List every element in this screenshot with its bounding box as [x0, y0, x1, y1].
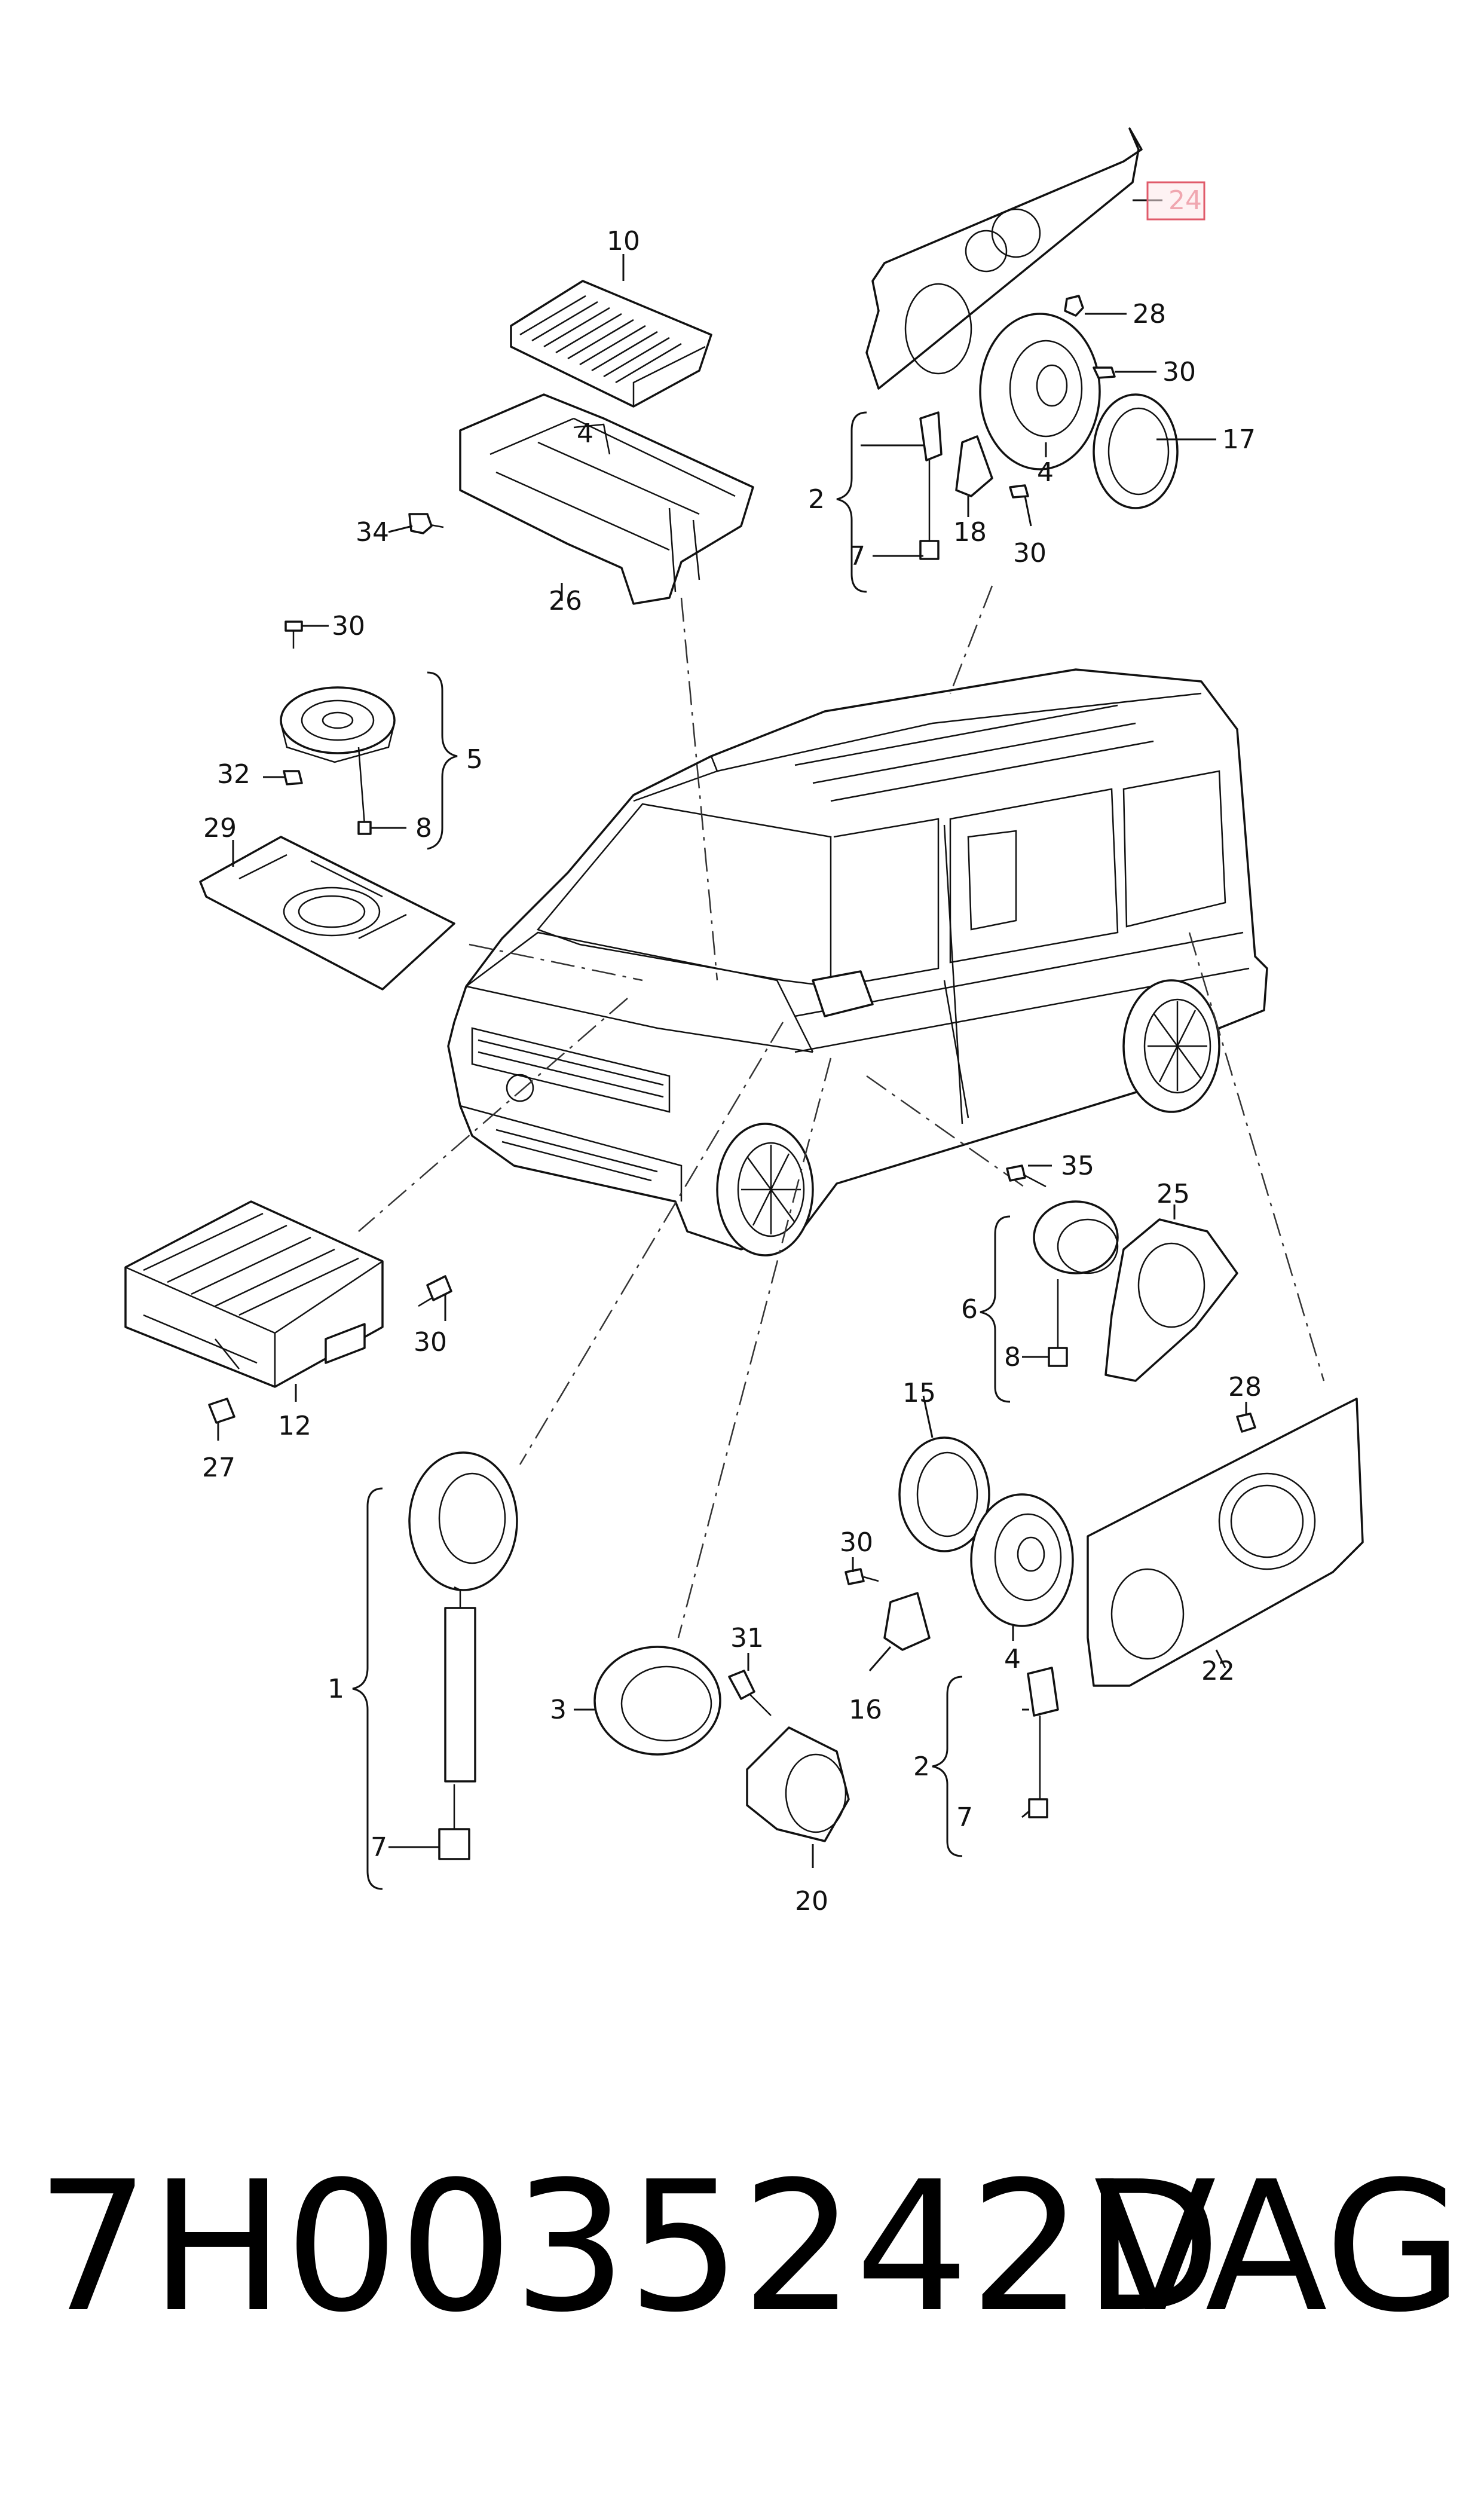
leader-lines — [358, 585, 1325, 1638]
ring-17 — [1093, 393, 1179, 509]
group-brackets — [352, 411, 1011, 1890]
callout-5: 5 — [466, 744, 483, 775]
callout-27: 27 — [202, 1453, 235, 1483]
screw-30-lower-top — [1009, 484, 1029, 499]
panel-22 — [1087, 1398, 1364, 1687]
callout-24-highlight — [1146, 181, 1205, 221]
callout-30-lower: 30 — [840, 1527, 873, 1558]
screw-30-lower — [844, 1568, 879, 1585]
bracket-25 — [1104, 1218, 1238, 1382]
callout-18: 18 — [953, 517, 987, 548]
callout-25: 25 — [1156, 1179, 1190, 1209]
callout-12: 12 — [278, 1411, 311, 1441]
screw-35 — [1006, 1164, 1047, 1188]
callout-6: 6 — [961, 1294, 978, 1325]
callout-2-lower: 2 — [913, 1751, 930, 1782]
callout-31: 31 — [730, 1623, 764, 1653]
screw-34 — [408, 513, 444, 534]
callout-10: 10 — [607, 226, 640, 256]
van-illustration — [447, 668, 1268, 1257]
speaker-4-top — [979, 313, 1101, 470]
amplifier-10 — [510, 280, 712, 408]
callout-16: 16 — [849, 1695, 882, 1725]
callout-8-tweeter: 8 — [415, 813, 432, 843]
callout-30-top-lower: 30 — [1013, 538, 1047, 568]
callout-8-mid: 8 — [1004, 1342, 1021, 1372]
bracket-18 — [955, 435, 993, 497]
callout-26: 26 — [549, 586, 582, 616]
screw-30-top-left — [284, 620, 303, 649]
callout-30-upper: 30 — [1162, 357, 1196, 387]
callout-15: 15 — [902, 1378, 936, 1408]
callout-29: 29 — [203, 813, 237, 843]
callout-lines — [217, 199, 1247, 1868]
speaker-5 — [280, 686, 396, 835]
screw-30-upper — [1093, 366, 1116, 379]
callout-30-tweeter: 30 — [332, 611, 365, 641]
bracket-16 — [883, 1592, 931, 1651]
duct-20 — [746, 1726, 850, 1842]
connector-2-lower — [1027, 1667, 1059, 1818]
screw-30-radio — [418, 1275, 452, 1307]
callout-32: 32 — [217, 759, 250, 790]
speaker-1 — [408, 1451, 518, 1860]
connector-2-top — [919, 411, 943, 560]
callout-4-bracket: 4 — [577, 418, 593, 449]
callout-28-lower: 28 — [1228, 1372, 1262, 1402]
callout-17: 17 — [1222, 424, 1256, 455]
panel-24 — [865, 127, 1143, 390]
callout-labels: 10 4 34 26 30 5 32 8 29 24 28 30 17 2 4 … — [202, 181, 1262, 1916]
callout-34: 34 — [356, 517, 389, 548]
brand-caption: VAG — [1094, 2143, 1464, 2352]
callout-30-radio: 30 — [414, 1327, 447, 1358]
speaker-6 — [1033, 1200, 1119, 1367]
clip-27 — [208, 1398, 235, 1424]
speaker-4-lower — [970, 1493, 1074, 1627]
callout-1: 1 — [328, 1674, 344, 1704]
clip-28-lower — [1236, 1413, 1256, 1433]
radio-unit-12 — [124, 1200, 384, 1388]
mounting-plate-29 — [199, 836, 455, 990]
callout-4-lower: 4 — [1004, 1644, 1021, 1674]
callout-2-top: 2 — [808, 484, 825, 515]
callout-35: 35 — [1061, 1151, 1094, 1181]
callout-7-left: 7 — [371, 1832, 387, 1863]
callout-7-top: 7 — [849, 541, 865, 571]
bracket-26 — [459, 393, 754, 605]
callout-20: 20 — [795, 1886, 828, 1916]
screw-31 — [728, 1670, 772, 1716]
callout-28-top: 28 — [1133, 299, 1166, 329]
ring-15 — [898, 1436, 990, 1552]
part-number-caption: 7H0035242D — [36, 2143, 1222, 2352]
clip-28-top — [1064, 295, 1084, 317]
callout-3: 3 — [550, 1695, 567, 1725]
callout-7-lower: 7 — [956, 1802, 973, 1833]
callout-22: 22 — [1201, 1656, 1235, 1686]
callout-4-top: 4 — [1037, 457, 1054, 488]
cover-3 — [593, 1646, 721, 1756]
